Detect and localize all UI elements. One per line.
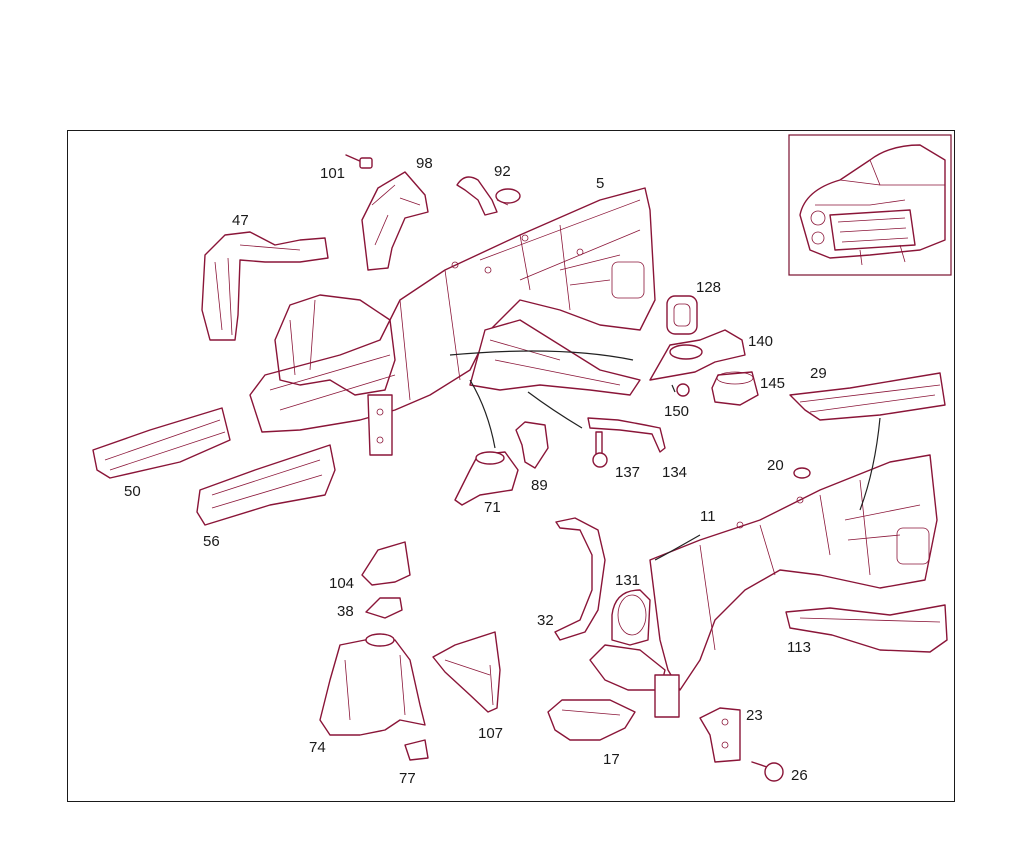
label-101: 101 xyxy=(320,165,345,182)
part-20-nut xyxy=(793,467,811,479)
part-140-dome xyxy=(649,329,746,381)
part-47-bracket xyxy=(201,231,329,341)
label-150: 150 xyxy=(664,403,689,420)
part-131-housing xyxy=(611,589,651,646)
label-20: 20 xyxy=(767,457,784,474)
part-77-plate xyxy=(404,739,429,761)
part-92-bracket xyxy=(456,176,521,216)
label-113: 113 xyxy=(787,639,811,656)
label-98: 98 xyxy=(416,155,433,172)
label-92: 92 xyxy=(494,163,511,180)
part-11-frame-rail xyxy=(649,454,938,691)
part-101-bolt xyxy=(345,154,373,169)
part-56-panel xyxy=(196,444,336,526)
part-98-mount xyxy=(361,171,429,271)
part-137-bolt xyxy=(592,431,608,468)
part-89-bracket xyxy=(515,421,549,469)
label-23: 23 xyxy=(746,707,763,724)
inner-wheelhouse-left xyxy=(469,319,641,396)
label-71: 71 xyxy=(484,499,501,516)
part-145-cap xyxy=(711,371,759,406)
label-104: 104 xyxy=(329,575,354,592)
label-128: 128 xyxy=(696,279,721,296)
part-23-bracket xyxy=(699,707,741,763)
label-26: 26 xyxy=(791,767,808,784)
part-74-tower xyxy=(319,633,426,736)
label-38: 38 xyxy=(337,603,354,620)
label-74: 74 xyxy=(309,739,326,756)
part-29-rail xyxy=(789,372,946,421)
lower-bracket-right xyxy=(589,644,680,718)
label-89: 89 xyxy=(531,477,548,494)
part-104-bracket xyxy=(361,541,411,586)
label-140: 140 xyxy=(748,333,773,350)
label-17: 17 xyxy=(603,751,620,768)
part-150-clip xyxy=(676,383,690,397)
label-11: 11 xyxy=(700,508,716,525)
diagram-frame xyxy=(67,130,955,802)
part-26-bolt xyxy=(751,761,784,782)
label-107: 107 xyxy=(478,725,503,742)
part-5-frame-rail xyxy=(249,187,656,433)
label-5: 5 xyxy=(596,175,604,192)
part-17-bracket xyxy=(547,699,636,741)
part-71-mount xyxy=(454,451,519,506)
label-56: 56 xyxy=(203,533,220,550)
part-38-clip xyxy=(365,597,403,619)
label-77: 77 xyxy=(399,770,416,787)
part-32-strap xyxy=(554,517,606,641)
label-131: 131 xyxy=(615,572,640,589)
headlamp-support-frame xyxy=(274,294,396,456)
label-32: 32 xyxy=(537,612,554,629)
part-113-rail xyxy=(785,604,948,653)
vehicle-inset-drawing xyxy=(788,134,952,276)
label-29: 29 xyxy=(810,365,827,382)
label-134: 134 xyxy=(662,464,687,481)
label-137: 137 xyxy=(615,464,640,481)
part-50-member xyxy=(92,407,231,479)
label-50: 50 xyxy=(124,483,141,500)
part-134-strap xyxy=(587,417,666,453)
part-107-bracket xyxy=(432,631,501,713)
label-145: 145 xyxy=(760,375,785,392)
part-128-grommet xyxy=(666,295,698,335)
leader-lines xyxy=(449,350,881,561)
part-number-labels: 101 98 92 5 47 128 140 145 150 29 50 56 … xyxy=(124,155,827,787)
label-47: 47 xyxy=(232,212,249,229)
